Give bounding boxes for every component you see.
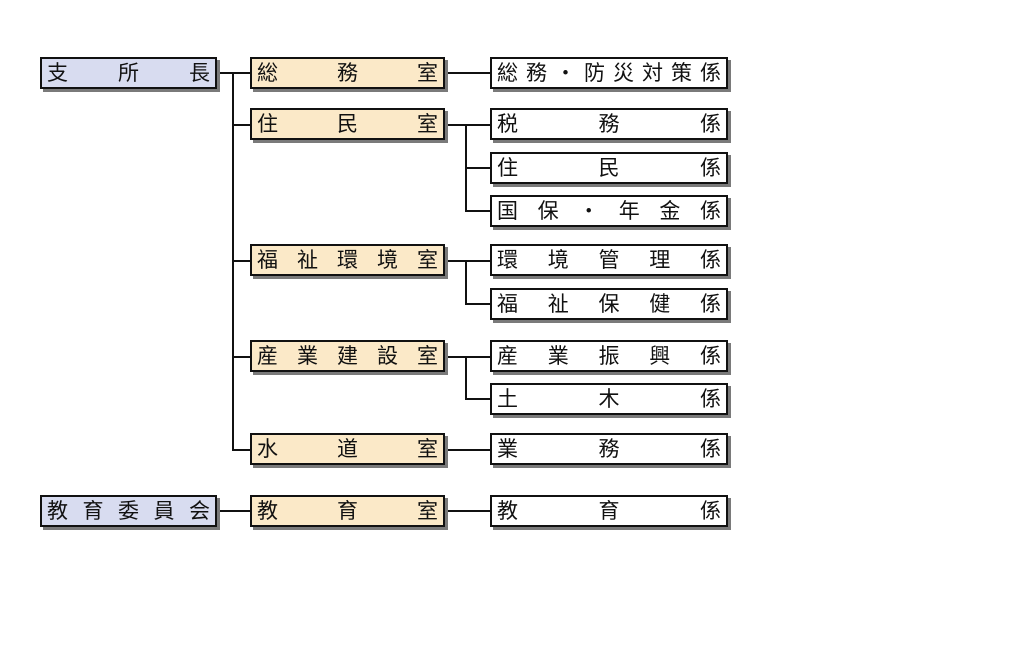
connector-line [465,260,467,304]
connector-line [232,356,251,358]
connector-line [232,260,251,262]
section-box: 教育係 [490,495,728,527]
section-box: 税務係 [490,108,728,140]
section-box: 総務・防災対策係 [490,57,728,89]
department-box: 総務室 [250,57,445,89]
connector-line [465,356,467,399]
connector-line [217,72,251,74]
head-box: 支所長 [40,57,217,89]
connector-line [445,356,491,358]
section-box: 産業振興係 [490,340,728,372]
connector-line [232,124,251,126]
connector-line [445,510,491,512]
connector-line [465,398,491,400]
connector-line [445,124,491,126]
connector-line [445,449,491,451]
connector-line [465,167,491,169]
department-box: 福祉環境室 [250,244,445,276]
connector-line [465,303,491,305]
connector-line [217,510,251,512]
connector-line [445,260,491,262]
section-box: 国保・年金係 [490,195,728,227]
section-box: 住民係 [490,152,728,184]
head-box: 教育委員会 [40,495,217,527]
connector-line [445,72,491,74]
department-box: 産業建設室 [250,340,445,372]
section-box: 福祉保健係 [490,288,728,320]
connector-line [232,449,251,451]
connector-line [465,210,491,212]
section-box: 土木係 [490,383,728,415]
section-box: 業務係 [490,433,728,465]
department-box: 教育室 [250,495,445,527]
department-box: 住民室 [250,108,445,140]
department-box: 水道室 [250,433,445,465]
section-box: 環境管理係 [490,244,728,276]
